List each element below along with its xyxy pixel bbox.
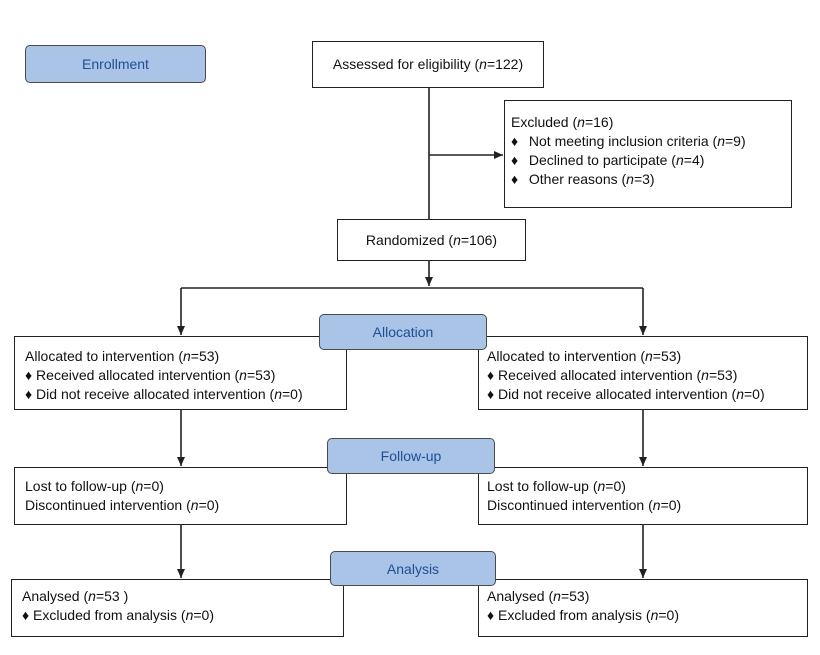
allocation-line: ♦ Received allocated intervention (n=53) [487, 367, 738, 383]
analysis-line: Analysed (n=53 ) [22, 588, 129, 604]
allocation-line: ♦ Received allocated intervention (n=53) [25, 367, 276, 383]
followup-line: Discontinued intervention (n=0) [487, 497, 682, 513]
excluded-item: ♦ Declined to participate (n=4) [511, 152, 705, 168]
allocation-line: ♦ Did not receive allocated intervention… [487, 386, 765, 402]
left-allocation-box: Allocated to intervention (n=53) ♦ Recei… [14, 336, 347, 410]
right-analysis-box: Analysed (n=53) ♦ Excluded from analysis… [478, 579, 808, 637]
right-followup-box: Lost to follow-up (n=0) Discontinued int… [478, 467, 808, 525]
excluded-title: Excluded (n=16) [511, 114, 614, 130]
followup-label: Follow-up [327, 438, 495, 474]
followup-line: Lost to follow-up (n=0) [25, 478, 164, 494]
followup-line: Discontinued intervention (n=0) [25, 497, 220, 513]
excluded-item: ♦ Other reasons (n=3) [511, 171, 655, 187]
followup-line: Lost to follow-up (n=0) [487, 478, 626, 494]
allocation-line: Allocated to intervention (n=53) [25, 348, 220, 364]
excluded-item: ♦ Not meeting inclusion criteria (n=9) [511, 133, 746, 149]
enrollment-label: Enrollment [25, 45, 206, 83]
analysis-label: Analysis [330, 551, 496, 586]
assessed-text: Assessed for eligibility (n=122) [332, 56, 524, 72]
randomized-box: Randomized (n=106) [337, 219, 526, 261]
allocation-label: Allocation [319, 314, 487, 350]
randomized-text: Randomized (n=106) [365, 231, 498, 248]
analysis-line: ♦ Excluded from analysis (n=0) [22, 607, 214, 623]
analysis-line: ♦ Excluded from analysis (n=0) [487, 607, 679, 623]
left-analysis-box: Analysed (n=53 ) ♦ Excluded from analysi… [11, 579, 344, 637]
right-allocation-box: Allocated to intervention (n=53) ♦ Recei… [478, 336, 808, 410]
assessed-box: Assessed for eligibility (n=122) [312, 41, 544, 88]
analysis-line: Analysed (n=53) [487, 588, 590, 604]
allocation-line: ♦ Did not receive allocated intervention… [25, 386, 303, 402]
allocation-line: Allocated to intervention (n=53) [487, 348, 682, 364]
excluded-box: Excluded (n=16) ♦ Not meeting inclusion … [504, 100, 792, 208]
left-followup-box: Lost to follow-up (n=0) Discontinued int… [14, 467, 347, 525]
